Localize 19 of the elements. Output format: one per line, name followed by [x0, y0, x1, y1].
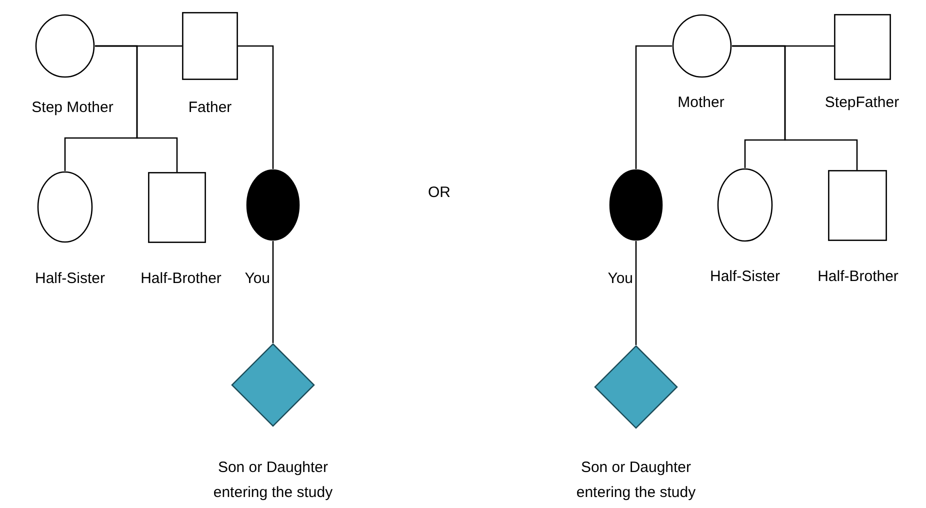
person-label: Half-Sister [708, 267, 781, 287]
person-label: Half-Brother [816, 267, 900, 287]
person-label: Half-Brother [140, 269, 222, 289]
relationship-line [238, 45, 274, 169]
relationship-line [635, 241, 637, 345]
person-label: Son or Daughter entering the study [575, 458, 697, 503]
person-label: Half-Sister [34, 269, 106, 289]
person-label: StepFather [824, 93, 900, 113]
person-label: Father [187, 98, 233, 118]
relationship-line [95, 45, 178, 172]
person-label: You [244, 269, 270, 289]
person-label: Son or Daughter entering the study [212, 458, 334, 503]
person-label: Mother [676, 93, 726, 113]
or-label: OR [428, 183, 450, 203]
person-label: Step Mother [30, 98, 114, 118]
relationship-line [635, 45, 672, 169]
relationship-line [732, 45, 858, 170]
person-label: You [606, 269, 633, 289]
relationship-line [272, 241, 274, 343]
